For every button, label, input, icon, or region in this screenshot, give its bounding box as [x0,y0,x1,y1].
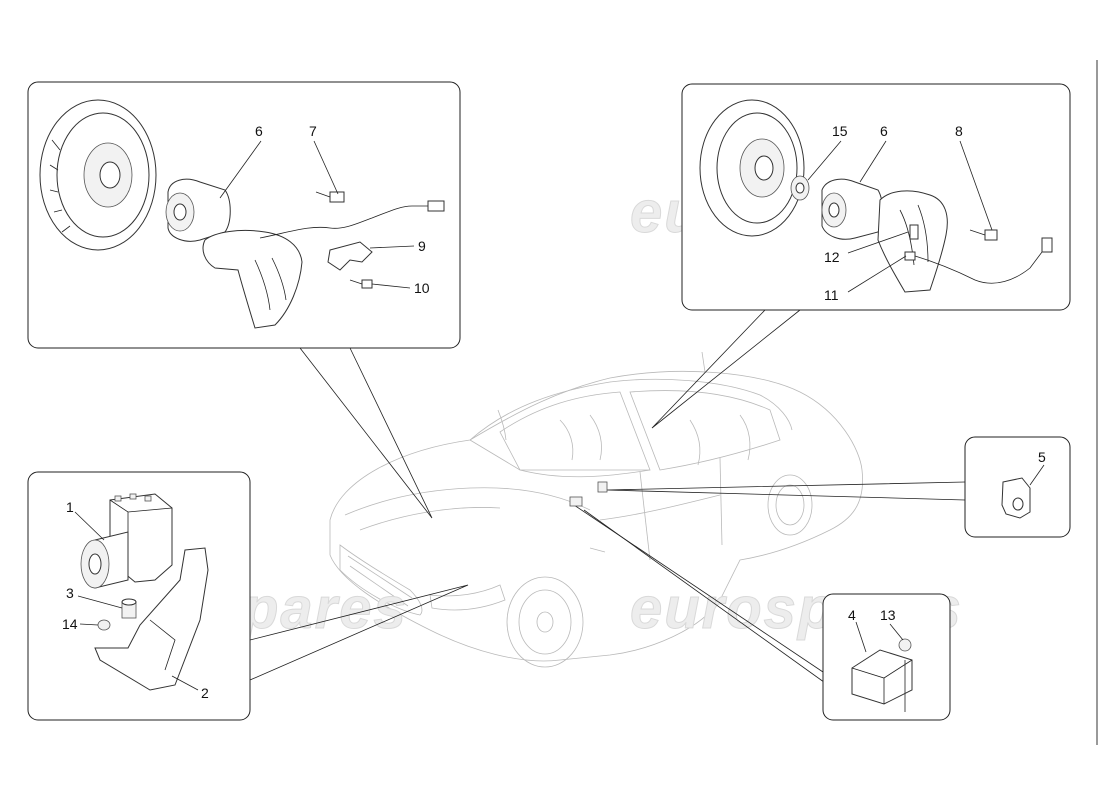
abs-nut [97,619,111,631]
part-label-13: 13 [880,607,896,623]
abs-modulator [80,493,173,589]
part-label-2: 2 [201,685,209,701]
part-label-3: 3 [66,585,74,601]
part-label-11: 11 [824,287,839,303]
rear-bushing [790,175,810,201]
rear-sensor-clip [904,251,916,261]
rear-sensor-wire [911,247,1046,284]
part-label-6: 6 [880,123,888,139]
front-wire-connector [427,200,445,212]
part-label-6: 6 [255,123,263,139]
front-sensor-wire [259,205,440,239]
sensor-callout: 4 13 [822,593,951,721]
part-label-10: 10 [414,280,430,296]
rear-hub-bearing [821,178,883,240]
clip-callout: 5 [964,436,1071,538]
part-label-15: 15 [832,123,848,139]
abs-unit-callout: 1 3 14 2 [27,471,251,721]
part-label-12: 12 [824,249,840,265]
part-label-9: 9 [418,238,426,254]
abs-bracket [94,547,209,691]
rear-knuckle [877,190,948,293]
part-label-7: 7 [309,123,317,139]
part-label-4: 4 [848,607,856,623]
car-outline [329,351,864,668]
front-hub-callout: 6 7 9 10 [27,81,461,349]
part-label-1: 1 [66,499,74,515]
rear-hub-callout: 15 6 8 12 11 [681,83,1071,311]
rear-speed-sensor [909,224,919,240]
front-hub-bearing [165,178,231,242]
rear-brake-disc [699,99,805,237]
part-label-5: 5 [1038,449,1046,465]
sensor-nut [898,638,912,652]
car-part-markers [569,481,608,507]
front-knuckle [202,229,303,329]
rear-wire-connector [1041,237,1053,253]
part-label-14: 14 [62,616,78,632]
abs-rubber-mount [121,598,137,619]
front-brake-disc [39,99,157,251]
front-bracket [327,241,373,271]
rear-bolt [969,229,998,241]
part-label-8: 8 [955,123,963,139]
abs-unit-box [27,471,251,721]
